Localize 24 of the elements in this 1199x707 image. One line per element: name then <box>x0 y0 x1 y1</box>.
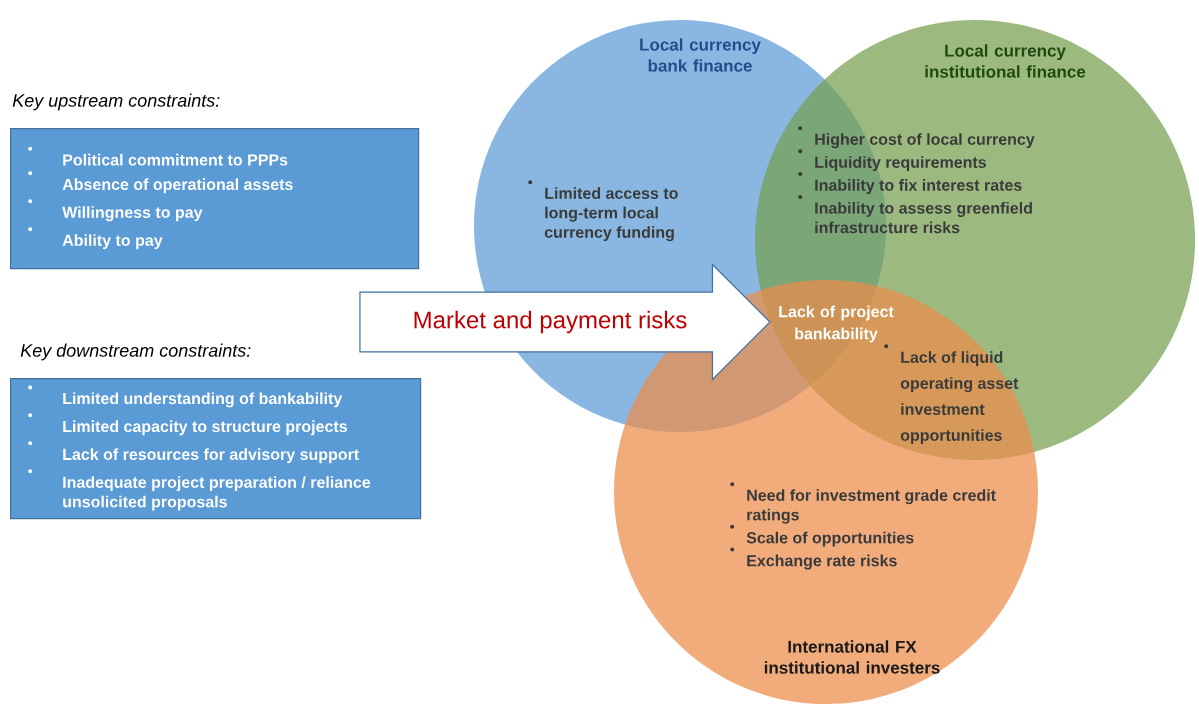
heading: Key downstream constraints: <box>20 343 251 361</box>
bullet-list: Need for investment grade credit ratings Scale of opportunities Exchange rate risks <box>730 482 996 570</box>
heading: Key upstream constraints: <box>12 93 220 111</box>
node-label: Lack of resources for advisory support <box>63 448 359 464</box>
node-label: Ability to pay <box>62 234 163 250</box>
bullet-list: Lack of liquid operating asset investment opportunities <box>884 344 1019 445</box>
node-label: Inadequate project preparation / reliance unsolicited proposals <box>63 476 371 511</box>
node-label: Absence of operational assets <box>62 178 293 194</box>
circle-heading: Local currency institutional finance <box>925 44 1086 78</box>
node-label: Inability to fix interest rates <box>815 179 1022 195</box>
node-label: Limited capacity to structure projects <box>63 420 347 436</box>
node-label: Higher cost of local currency <box>815 133 1035 149</box>
node-label: Willingness to pay <box>62 206 203 222</box>
circle-heading: Local currency bank finance <box>640 38 761 72</box>
node-label: Political commitment to PPPs <box>63 153 288 166</box>
bullet-list: Limited access to long-term local currency funding <box>528 180 678 242</box>
node-label: Inability to assess greenfield infrastructure risks <box>815 202 1032 234</box>
bullet-box: Political commitment to PPPs Absence of operational assets Willingness to pay Ability to pay <box>10 128 420 270</box>
node-label: Limited understanding of bankability <box>63 392 343 408</box>
bullet-box: Limited understanding of bankability Limited capacity to structure projects Lack of resources for advisory support Inadequate project preparation / reliance unsolicited proposals <box>10 378 422 520</box>
circle-heading: International FX institutional investers <box>764 640 940 674</box>
bullet-list: Higher cost of local currency Liquidity requirements Inability to fix interest rates Inability to assess greenfield infrastructure risks <box>798 126 1035 234</box>
node-label: Liquidity requirements <box>815 156 987 172</box>
overlap-label: Lack of project bankability <box>779 305 894 343</box>
